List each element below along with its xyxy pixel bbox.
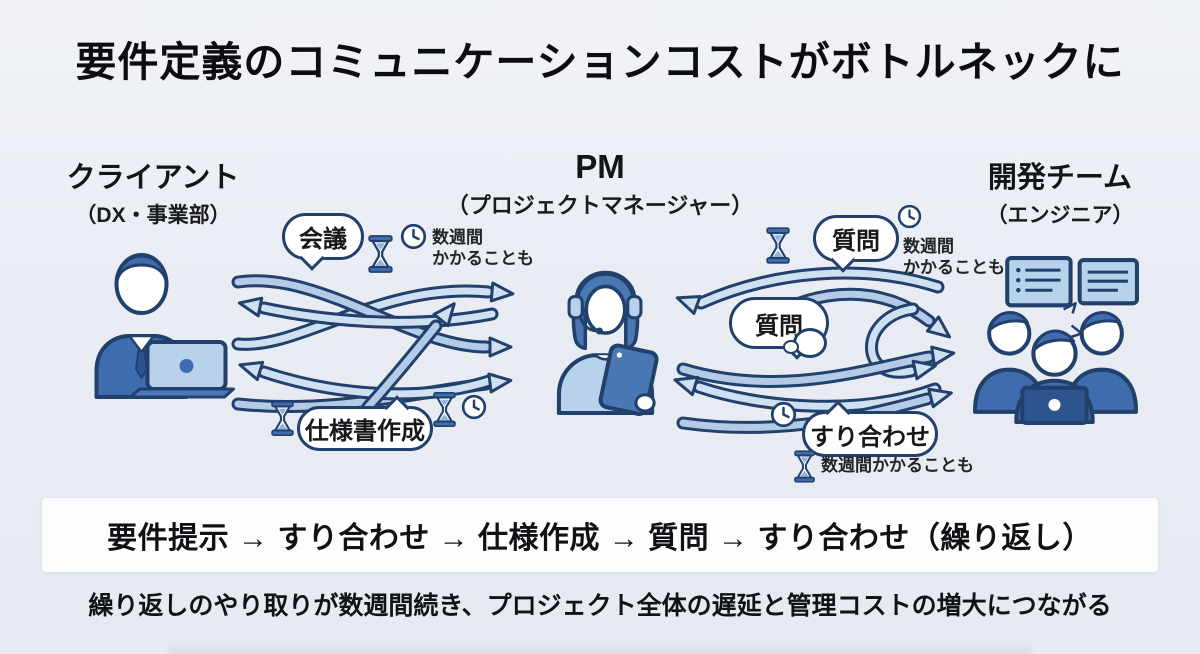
left-time-note: 数週間 かかることも — [432, 228, 534, 269]
alignment-bubble: すり合わせ — [802, 411, 938, 457]
right-time-note-bottom: 数週間かかることも — [821, 456, 974, 475]
small-blob-decoration — [783, 340, 799, 354]
page-title: 要件定義のコミュニケーションコストがボトルネックに — [75, 39, 1125, 85]
spec-creation-bubble-label: 仕様書作成 — [305, 418, 425, 445]
dev-name: 開発チーム — [987, 162, 1133, 194]
clock-icon — [400, 223, 427, 250]
process-flow-text: 要件提示 → すり合わせ → 仕様作成 → 質問 → すり合わせ（繰り返し） — [107, 522, 1093, 555]
hourglass-icon — [765, 226, 791, 265]
pm-subtitle: （プロジェクトマネージャー） — [446, 193, 754, 218]
left-arrows-tangle — [231, 274, 515, 414]
client-name: クライアント — [66, 162, 240, 194]
footer-summary: 繰り返しのやり取りが数週間続き、プロジェクト全体の遅延と管理コストの増大につなが… — [88, 592, 1112, 620]
question-bubble-top-label: 質問 — [832, 228, 880, 255]
hourglass-icon — [432, 391, 457, 428]
hourglass-icon — [793, 450, 816, 483]
dev-subtitle: （エンジニア） — [986, 204, 1134, 227]
meeting-bubble-label: 会議 — [299, 226, 347, 253]
spec-creation-bubble: 仕様書作成 — [297, 406, 433, 451]
process-flow-bar: 要件提示 → すり合わせ → 仕様作成 → 質問 → すり合わせ（繰り返し） — [42, 498, 1158, 572]
dev-header: 開発チーム （エンジニア） — [945, 154, 1175, 229]
question-bubble-top: 質問 — [813, 215, 899, 262]
client-header: クライアント （DX・事業部） — [28, 154, 278, 229]
pm-header: PM （プロジェクトマネージャー） — [420, 148, 780, 220]
clock-icon — [897, 204, 922, 229]
dev-team-engineers-icon — [973, 256, 1139, 426]
pm-name: PM — [575, 148, 625, 185]
clock-icon — [461, 394, 487, 420]
pm-headset-tablet-icon — [556, 270, 659, 417]
meeting-bubble: 会議 — [282, 213, 364, 260]
bottom-cropped-text-smudge — [168, 645, 1032, 654]
alignment-bubble-label: すり合わせ — [810, 423, 930, 451]
hourglass-icon — [367, 234, 394, 274]
clock-icon — [770, 401, 797, 428]
client-subtitle: （DX・事業部） — [75, 204, 231, 227]
client-businessman-laptop-icon — [94, 253, 235, 399]
hourglass-icon — [270, 400, 295, 437]
question-bubble-mid: 質問 — [729, 297, 829, 349]
right-time-note-top: 数週間 かかることも — [903, 237, 1005, 278]
